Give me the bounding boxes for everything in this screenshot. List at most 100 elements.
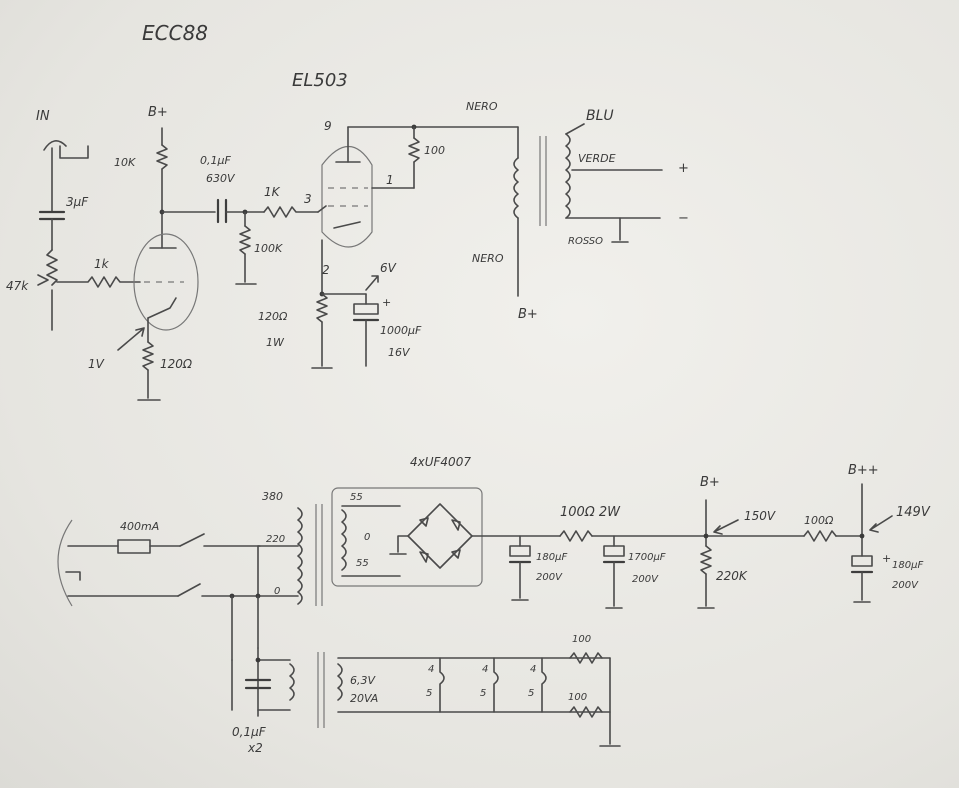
title-el503: EL503: [292, 70, 348, 91]
cathode-v-arrow: [117, 327, 145, 351]
tap-220: 220: [266, 534, 285, 545]
heater-pt-secondary: [337, 663, 343, 701]
pot-label: 47k: [6, 279, 29, 293]
heater-3: [541, 657, 547, 713]
sec-0: 0: [364, 532, 370, 543]
grid-leak-resistor: [239, 225, 251, 255]
el503-tube-envelope: [321, 146, 373, 248]
fuse: [117, 539, 151, 554]
power-cathode-v: 6V: [380, 261, 397, 275]
plate-res-label: 10K: [114, 156, 136, 169]
power-cathode-res-label-2: 1W: [266, 336, 285, 349]
filter-cap-1: [509, 545, 531, 557]
ecc88-tube-envelope: [133, 233, 199, 331]
grid-res-label: 1k: [94, 257, 110, 271]
sec-55-bottom: 55: [356, 558, 369, 569]
sec-55-top: 55: [350, 492, 363, 503]
ecc88-cathode: [147, 297, 177, 319]
sec-blu: BLU: [586, 108, 614, 124]
preamp-stage: IN 3µF 47k 1k B+ 10K 1V 120Ω: [6, 105, 319, 401]
bplusplus-voltage: 149V: [896, 505, 931, 520]
supply-bplusplus-label: B++: [848, 463, 879, 478]
cap3-label-1: 180µF: [892, 560, 923, 571]
heater-pt-primary: [289, 663, 295, 701]
cap2-label-2: 200V: [632, 574, 659, 585]
cap1-label-1: 180µF: [536, 552, 567, 563]
bplus-voltage: 150V: [744, 509, 776, 523]
power-cathode-cap-label-1: 1000µF: [380, 324, 422, 337]
coupling-cap-label-2: 630V: [206, 172, 236, 185]
sec-minus: −: [678, 211, 689, 226]
grid-stopper-label: 1K: [264, 185, 281, 199]
power-cathode-resistor: [316, 293, 328, 323]
input-cap-label: 3µF: [66, 195, 89, 209]
preamp-cathode-v: 1V: [88, 357, 105, 371]
heater-3-pin4: 4: [530, 664, 536, 675]
title-ecc88: ECC88: [142, 21, 208, 45]
heater-2-pin4: 4: [482, 664, 488, 675]
input-jack-symbol: [43, 140, 89, 159]
power-cathode-v-arrow: [365, 275, 379, 291]
ot-primary-winding: [513, 157, 519, 219]
plate-resistor: [156, 144, 168, 170]
x-cap-label-1: 0,1µF: [232, 725, 267, 739]
pt-ht-secondary: [341, 509, 347, 571]
power-bplus-label: B+: [518, 307, 538, 322]
sec-rosso: ROSSO: [568, 236, 603, 247]
x-cap-label-2: x2: [247, 741, 263, 755]
pt-primary-winding: [297, 507, 303, 605]
wire-nero-bottom: NERO: [472, 252, 504, 265]
preamp-bplus-label: B+: [148, 105, 168, 120]
preamp-cathode-res-label: 120Ω: [160, 357, 193, 371]
hum-resistor-bottom: [569, 706, 603, 718]
sec-verde: VERDE: [578, 152, 616, 165]
pin-3: 3: [304, 192, 312, 206]
drop-res-label: 100Ω: [804, 514, 834, 527]
heater-va: 20VA: [350, 692, 378, 705]
bleeder-resistor: [700, 545, 712, 575]
mains-switch: [179, 533, 261, 547]
in-label: IN: [36, 109, 50, 124]
ht-section-box: [331, 487, 483, 587]
screen-res-label: 100: [424, 144, 445, 157]
heater-1: [439, 657, 445, 713]
grid-leak-label: 100K: [254, 242, 283, 255]
cap3-label-2: 200V: [892, 580, 919, 591]
tap-0: 0: [274, 586, 280, 597]
svg-text:+: +: [882, 552, 891, 565]
hum-res-bottom-label: 100: [568, 692, 587, 703]
series-res-label: 100Ω 2W: [560, 505, 621, 520]
preamp-cathode-resistor: [142, 341, 154, 371]
hum-resistor-top: [569, 652, 603, 664]
pin-1: 1: [386, 173, 394, 187]
pin-9: 9: [324, 119, 332, 133]
grid-resistor: [56, 276, 141, 288]
power-cathode-cap: [353, 303, 379, 315]
cap1-label-2: 200V: [536, 572, 563, 583]
power-cathode-cap-label-2: 16V: [388, 346, 411, 359]
bridge-rectifier: [407, 503, 473, 569]
cap2-label-1: 1700µF: [628, 552, 666, 563]
heater-voltage: 6,3V: [350, 674, 376, 687]
hum-res-top-label: 100: [572, 634, 591, 645]
series-resistor: [559, 530, 593, 542]
heater-3-pin5: 5: [528, 688, 534, 699]
fuse-label: 400mA: [120, 520, 159, 533]
screen-resistor: [408, 137, 420, 163]
rectifier-label: 4xUF4007: [410, 455, 471, 469]
input-pot: [46, 249, 58, 286]
ot-secondary-winding: [565, 133, 571, 219]
drop-resistor: [803, 530, 837, 542]
power-stage: 9 1 2 3 NERO 100 120Ω 1W + 1000µF 16V 6V: [258, 100, 689, 369]
pin-2: 2: [322, 263, 330, 277]
tap-380: 380: [262, 490, 283, 503]
el503-cathode: [333, 221, 361, 229]
heater-2: [493, 657, 499, 713]
power-supply: 4xUF4007 400mA 380 220 0 55 0 55: [57, 455, 931, 755]
sec-plus: +: [678, 161, 689, 176]
heater-1-pin5: 5: [426, 688, 432, 699]
supply-bplus-label: B+: [700, 475, 720, 490]
mains-plug: [57, 519, 73, 607]
